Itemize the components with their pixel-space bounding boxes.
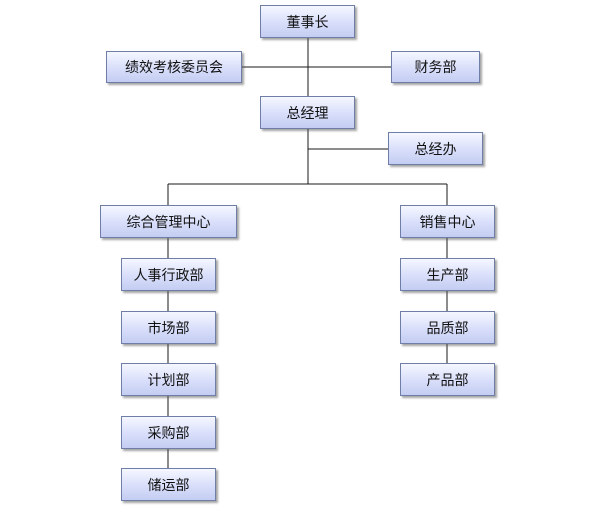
- node-gm-office: 总经办: [388, 132, 483, 165]
- node-general-manager: 总经理: [260, 96, 355, 129]
- node-hr-admin: 人事行政部: [121, 258, 216, 291]
- node-production: 生产部: [400, 258, 495, 291]
- node-marketing: 市场部: [121, 311, 216, 344]
- node-purchasing: 采购部: [121, 416, 216, 449]
- node-sales-center: 销售中心: [400, 205, 495, 238]
- node-product: 产品部: [400, 363, 495, 396]
- node-logistics: 储运部: [121, 468, 216, 501]
- node-chairman: 董事长: [260, 5, 355, 38]
- node-admin-center: 综合管理中心: [100, 205, 237, 238]
- node-quality: 品质部: [400, 311, 495, 344]
- node-finance: 财务部: [391, 51, 480, 83]
- node-performance-committee: 绩效考核委员会: [106, 51, 242, 83]
- node-planning: 计划部: [121, 363, 216, 396]
